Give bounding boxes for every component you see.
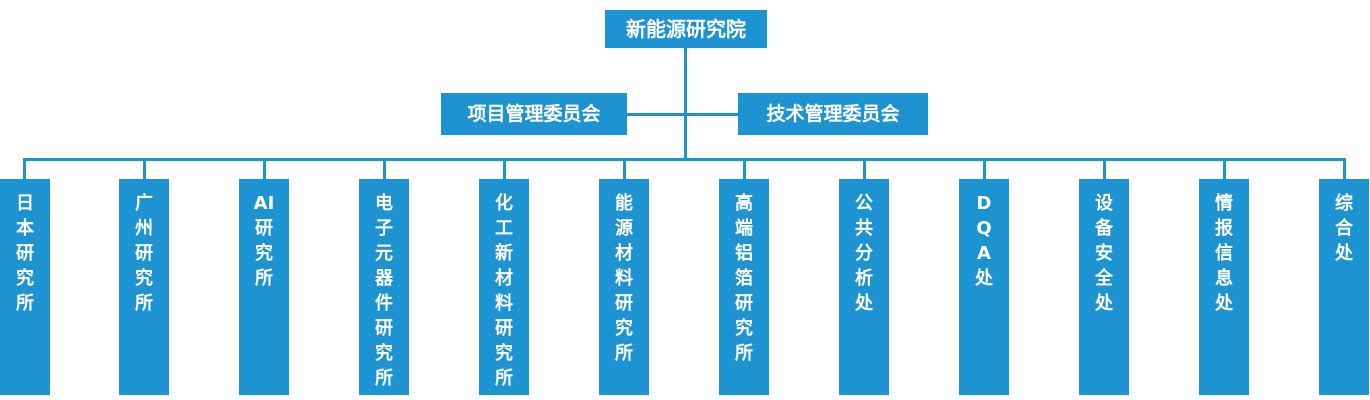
department-label-line: 全 bbox=[1095, 268, 1113, 289]
department-label-line: 报 bbox=[1215, 218, 1233, 239]
department-label-line: 究 bbox=[16, 268, 34, 289]
department-label-line: 高 bbox=[735, 193, 753, 214]
connector-department-stub bbox=[742, 158, 746, 181]
department-label-line: 综 bbox=[1335, 193, 1353, 214]
department-label-line: 情 bbox=[1215, 193, 1233, 214]
department-label-line: 究 bbox=[375, 343, 393, 364]
department-label-line: Q bbox=[976, 218, 992, 239]
department-label-line: 能 bbox=[615, 193, 633, 214]
department-label-line: 箔 bbox=[735, 268, 753, 289]
connector-department-stub bbox=[262, 158, 266, 181]
connector-department-stub bbox=[142, 158, 146, 181]
department-label-line: 料 bbox=[495, 293, 513, 314]
department-label-line: 铝 bbox=[735, 243, 753, 264]
department-label-line: 研 bbox=[255, 218, 273, 239]
department-label-line: 处 bbox=[855, 293, 873, 314]
department-label-line: 究 bbox=[495, 343, 513, 364]
department-label-line: 分 bbox=[855, 243, 873, 264]
department-label-line: 子 bbox=[375, 218, 393, 239]
department-node[interactable]: 公共分析处 bbox=[839, 179, 889, 395]
department-label-line: 研 bbox=[495, 318, 513, 339]
committee-node-project-management[interactable]: 项目管理委员会 bbox=[441, 93, 627, 135]
department-label-line: 所 bbox=[135, 293, 153, 314]
committee-node-technology-management[interactable]: 技术管理委员会 bbox=[738, 93, 928, 135]
department-label-line: 所 bbox=[375, 368, 393, 389]
department-label-line: 电 bbox=[375, 193, 393, 214]
department-label-line: 究 bbox=[135, 268, 153, 289]
connector-department-stub bbox=[22, 158, 26, 181]
department-label-line: 源 bbox=[615, 218, 633, 239]
department-label-line: 研 bbox=[375, 318, 393, 339]
department-label-line: 州 bbox=[135, 218, 153, 239]
department-node[interactable]: 化工新材料研究所 bbox=[479, 179, 529, 395]
department-label-line: 处 bbox=[1215, 293, 1233, 314]
department-label-line: 安 bbox=[1095, 243, 1113, 264]
department-label-line: 研 bbox=[615, 293, 633, 314]
department-label-line: 日 bbox=[16, 193, 34, 214]
department-label-line: 共 bbox=[855, 218, 873, 239]
department-node[interactable]: 高端铝箔研究所 bbox=[719, 179, 769, 395]
department-label-line: 息 bbox=[1215, 268, 1233, 289]
department-label-line: 材 bbox=[495, 268, 513, 289]
connector-department-stub bbox=[982, 158, 986, 181]
department-label-line: 材 bbox=[615, 243, 633, 264]
department-label-line: 端 bbox=[735, 218, 753, 239]
department-label-line: AI bbox=[253, 193, 275, 214]
connector-department-stub bbox=[1342, 158, 1346, 181]
department-label-line: 料 bbox=[615, 268, 633, 289]
department-label-line: 本 bbox=[16, 218, 34, 239]
connector-root-vertical bbox=[684, 47, 687, 159]
department-label-line: 处 bbox=[975, 268, 993, 289]
connector-department-stub bbox=[1102, 158, 1106, 181]
department-node[interactable]: AI 研究所 bbox=[239, 179, 289, 395]
department-label-line: 合 bbox=[1335, 218, 1353, 239]
department-label-line: 研 bbox=[735, 293, 753, 314]
department-node[interactable]: 综合处 bbox=[1319, 179, 1369, 395]
department-label-line: 究 bbox=[615, 318, 633, 339]
department-node[interactable]: 电子元器件研究所 bbox=[359, 179, 409, 395]
department-label-line: 究 bbox=[255, 243, 273, 264]
connector-department-stub bbox=[502, 158, 506, 181]
department-label-line: 究 bbox=[735, 318, 753, 339]
department-label-line: 所 bbox=[735, 343, 753, 364]
department-node[interactable]: 日本研究所 bbox=[0, 179, 50, 395]
department-label-line: D bbox=[976, 193, 992, 214]
department-label-line: 研 bbox=[16, 243, 34, 264]
root-node[interactable]: 新能源研究院 bbox=[605, 10, 767, 48]
department-label-line: 所 bbox=[615, 343, 633, 364]
department-label-line: 所 bbox=[495, 368, 513, 389]
department-label-line: 析 bbox=[855, 268, 873, 289]
department-label-line: 元 bbox=[375, 243, 393, 264]
department-node[interactable]: 广州研究所 bbox=[119, 179, 169, 395]
connector-department-stub bbox=[1222, 158, 1226, 181]
department-label-line: 公 bbox=[855, 193, 873, 214]
department-node[interactable]: 设备安全处 bbox=[1079, 179, 1129, 395]
department-label-line: 备 bbox=[1095, 218, 1113, 239]
connector-department-stub bbox=[862, 158, 866, 181]
department-label-line: 信 bbox=[1215, 243, 1233, 264]
connector-committees-horizontal bbox=[627, 113, 738, 116]
department-label-line: 设 bbox=[1095, 193, 1113, 214]
department-label-line: 所 bbox=[16, 293, 34, 314]
department-label-line: 处 bbox=[1335, 243, 1353, 264]
department-label-line: A bbox=[977, 243, 991, 264]
department-label-line: 件 bbox=[375, 293, 393, 314]
connector-department-stub bbox=[622, 158, 626, 181]
connector-departments-horizontal bbox=[24, 158, 1346, 161]
department-node[interactable]: 能源材料研究所 bbox=[599, 179, 649, 395]
department-label-line: 所 bbox=[255, 268, 273, 289]
department-label-line: 广 bbox=[135, 193, 153, 214]
department-label-line: 化 bbox=[495, 193, 513, 214]
department-node[interactable]: 情报信息处 bbox=[1199, 179, 1249, 395]
department-label-line: 新 bbox=[495, 243, 513, 264]
department-label-line: 研 bbox=[135, 243, 153, 264]
department-label-line: 器 bbox=[375, 268, 393, 289]
department-label-line: 工 bbox=[495, 218, 513, 239]
department-label-line: 处 bbox=[1095, 293, 1113, 314]
connector-department-stub bbox=[382, 158, 386, 181]
